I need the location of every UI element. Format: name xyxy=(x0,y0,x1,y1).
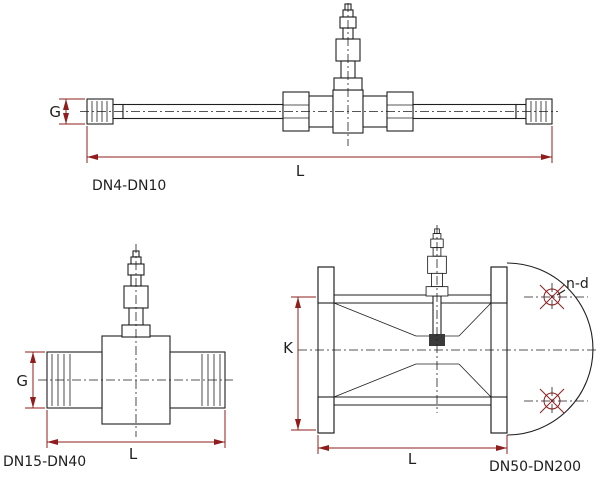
dim-label-l: L xyxy=(408,450,417,468)
dim-label-g: G xyxy=(16,372,28,390)
bolt-holes-label: n-d xyxy=(566,276,589,292)
dimension-l: L xyxy=(86,126,553,180)
view-dn15-dn40: G L DN15-DN40 xyxy=(3,244,233,470)
dimension-l: L xyxy=(317,435,508,468)
dim-label-k: K xyxy=(283,339,294,357)
view-dn50-dn200: n-d K L DN50-DN200 xyxy=(283,225,598,475)
dim-label-g: G xyxy=(49,103,61,121)
view-dn4-dn10: G L DN4-DN10 xyxy=(49,3,558,194)
flange-outline-arc xyxy=(506,262,594,436)
dimension-k: K xyxy=(283,296,316,431)
dim-label-l: L xyxy=(129,445,138,463)
dimension-g: G xyxy=(16,351,45,409)
dimension-g: G xyxy=(49,98,85,125)
view-label-dn50-dn200: DN50-DN200 xyxy=(489,459,581,475)
view-label-dn15-dn40: DN15-DN40 xyxy=(3,454,86,470)
dimension-l: L xyxy=(46,410,226,463)
dim-label-l: L xyxy=(296,162,305,180)
bolt-holes-callout: n-d xyxy=(556,276,589,296)
view-label-dn4-dn10: DN4-DN10 xyxy=(92,178,166,194)
